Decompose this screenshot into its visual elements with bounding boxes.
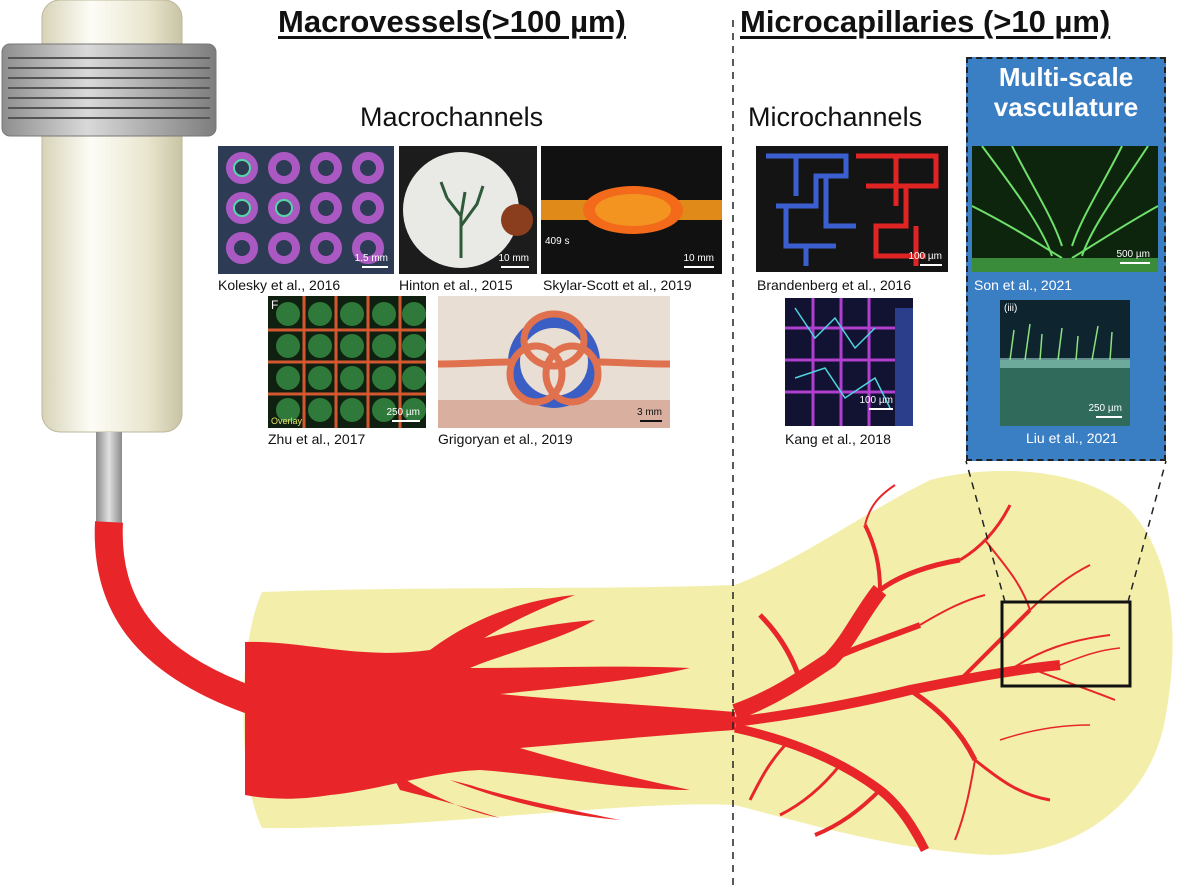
- zhu-image: [268, 296, 426, 428]
- kolesky-scale-bar: [362, 266, 388, 268]
- zhu-panel: F Overlay 250 µm: [268, 296, 426, 428]
- grigoryan-scale-bar: [640, 420, 662, 422]
- son-scale-label: 500 µm: [1116, 249, 1150, 260]
- hinton-caption: Hinton et al., 2015: [399, 277, 513, 293]
- skylar-caption: Skylar-Scott et al., 2019: [543, 277, 692, 293]
- zhu-scale-label: 250 µm: [386, 407, 420, 418]
- liu-tag: (iii): [1004, 303, 1018, 314]
- brandenberg-caption: Brandenberg et al., 2016: [757, 277, 912, 293]
- zhu-caption: Zhu et al., 2017: [268, 431, 366, 447]
- skylar-time-label: 409 s: [545, 236, 570, 247]
- kolesky-caption: Kolesky et al., 2016: [218, 277, 341, 293]
- multiscale-title-line1: Multi-scale: [998, 62, 1134, 92]
- skylar-scale-label: 10 mm: [683, 253, 714, 264]
- vessel-network: [245, 484, 1121, 853]
- kang-caption: Kang et al., 2018: [785, 431, 891, 447]
- zhu-overlay-tag: Overlay: [271, 416, 303, 426]
- brandenberg-scale-label: 100 µm: [908, 251, 942, 262]
- zoom-region-box: [1000, 600, 1132, 688]
- liu-caption: Liu et al., 2021: [1026, 430, 1118, 446]
- skylar-scale-bar: [684, 266, 714, 268]
- son-image: [972, 146, 1158, 272]
- kolesky-scale-label: 1.5 mm: [354, 253, 388, 264]
- grigoryan-caption: Grigoryan et al., 2019: [438, 431, 573, 447]
- multiscale-title-line2: vasculature: [993, 92, 1139, 122]
- kang-scale-bar: [869, 408, 893, 410]
- kang-image: [785, 298, 913, 426]
- brandenberg-scale-bar: [920, 264, 942, 266]
- microchannels-label: Microchannels: [748, 102, 923, 132]
- hinton-scale-bar: [501, 266, 529, 268]
- zhu-letter: F: [271, 298, 279, 312]
- son-caption: Son et al., 2021: [974, 277, 1073, 293]
- zoom-guide-right: [1127, 460, 1167, 603]
- skylar-image: [541, 146, 722, 274]
- son-scale-bar: [1120, 262, 1150, 264]
- liu-scale-bar: [1096, 416, 1122, 418]
- grigoryan-panel: 3 mm: [438, 296, 670, 428]
- hinton-panel: 10 mm: [399, 146, 537, 274]
- kolesky-image: [218, 146, 394, 274]
- microcapillaries-heading: Microcapillaries (>10 µm): [740, 4, 1111, 39]
- syringe-cap: [1, 43, 217, 137]
- macrovessels-heading: Macrovessels(>100 µm): [278, 4, 626, 39]
- brandenberg-image: [756, 146, 948, 272]
- grigoryan-image: [438, 296, 670, 428]
- zoom-guide-left: [965, 460, 1006, 603]
- kang-scale-label: 100 µm: [859, 395, 893, 406]
- hinton-scale-label: 10 mm: [498, 253, 529, 264]
- kang-panel: 100 µm: [785, 298, 913, 426]
- son-panel: 500 µm: [972, 146, 1158, 272]
- skylar-panel: 409 s 10 mm: [541, 146, 722, 274]
- brandenberg-panel: 100 µm: [756, 146, 948, 272]
- syringe-needle: [96, 432, 122, 524]
- hinton-image: [399, 146, 537, 274]
- kolesky-panel: 1.5 mm: [218, 146, 394, 274]
- macrochannels-label: Macrochannels: [360, 102, 544, 132]
- liu-scale-label: 250 µm: [1088, 403, 1122, 414]
- red-tubing: [94, 521, 255, 714]
- multiscale-title: Multi-scale vasculature: [966, 62, 1166, 122]
- liu-image: [1000, 300, 1130, 426]
- liu-panel: (iii) 250 µm: [1000, 300, 1130, 426]
- grigoryan-scale-label: 3 mm: [637, 407, 662, 418]
- zhu-scale-bar: [392, 420, 420, 422]
